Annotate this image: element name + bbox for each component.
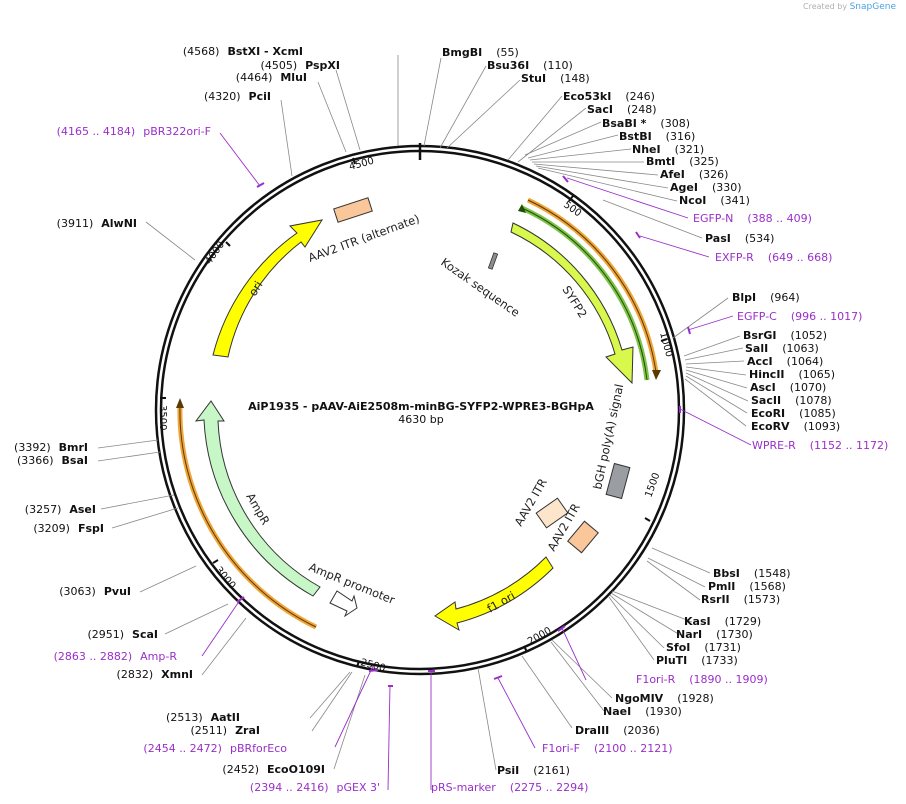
site-eco0109i[interactable]: (2452)EcoO109I	[222, 763, 325, 776]
ori-label: ori	[246, 278, 266, 298]
site-stui[interactable]: StuI(148)	[521, 72, 590, 85]
site-pasi[interactable]: PasI(534)	[705, 232, 774, 245]
site-labels-left: (4568)BstXI - XcmI (4505)PspXI (4464)Mlu…	[14, 45, 340, 776]
site-labels-right: BmgBI(55) Bsu36I(110) StuI(148) Eco53kI(…	[442, 46, 840, 777]
syfp2-feature-arrow[interactable]	[510, 222, 634, 385]
tick-labels: 500 1000 1500 2000 2500 3000 3500 4000 4…	[157, 156, 674, 675]
site-bsrgi[interactable]: BsrGI(1052)	[743, 329, 827, 342]
syfp2-orf-line	[526, 197, 659, 373]
site-bsai[interactable]: (3366)BsaI	[17, 454, 88, 467]
site-ecorv[interactable]: EcoRV(1093)	[751, 420, 840, 433]
snapgene-watermark: Created by SnapGene	[803, 2, 896, 12]
site-connectors	[97, 55, 749, 771]
primer-pbrforeco[interactable]: (2454 .. 2472)pBRforEco	[143, 742, 287, 755]
site-asci[interactable]: AscI(1070)	[750, 381, 826, 394]
primer-labels: (4165 .. 4184)pBR322ori-F (2863 .. 2882)…	[54, 125, 889, 794]
site-fspi[interactable]: (3209)FspI	[33, 522, 104, 535]
primer-marks	[236, 175, 691, 687]
site-pcii[interactable]: (4320)PciI	[204, 90, 271, 103]
primer-egfp-n[interactable]: EGFP-N(388 .. 409)	[693, 212, 812, 225]
site-pspxi[interactable]: (4505)PspXI	[261, 59, 340, 72]
site-sacii[interactable]: SacII(1078)	[751, 394, 832, 407]
site-agei[interactable]: AgeI(330)	[670, 181, 742, 194]
site-xmni[interactable]: (2832)XmnI	[117, 668, 193, 681]
site-asei[interactable]: (3257)AseI	[25, 503, 96, 516]
site-scai[interactable]: (2951)ScaI	[87, 628, 158, 641]
site-naei[interactable]: NaeI(1930)	[603, 705, 682, 718]
site-bmti[interactable]: BmtI(325)	[646, 155, 719, 168]
aav2-itr-feature-1[interactable]	[535, 497, 569, 529]
tick-label-1000: 1000	[657, 331, 674, 358]
site-bsu36i[interactable]: Bsu36I(110)	[487, 59, 573, 72]
primer-wpre-r[interactable]: WPRE-R(1152 .. 1172)	[752, 439, 888, 452]
aav2-itr-alternate-feature[interactable]	[333, 197, 373, 223]
f1-ori-feature-arrow[interactable]	[434, 556, 554, 632]
site-afei[interactable]: AfeI(326)	[660, 168, 728, 181]
plasmid-size: 4630 bp	[398, 413, 443, 426]
aav2-itr-feature-2[interactable]	[567, 520, 599, 554]
tick-label-3500: 3500	[157, 405, 168, 430]
site-rsrii[interactable]: RsrII(1573)	[701, 593, 780, 606]
site-bmri[interactable]: (3392)BmrI	[14, 441, 88, 454]
site-kasi[interactable]: KasI(1729)	[684, 615, 761, 628]
site-pvui[interactable]: (3063)PvuI	[59, 585, 131, 598]
site-mlui[interactable]: (4464)MluI	[236, 71, 307, 84]
site-blpi[interactable]: BlpI(964)	[732, 291, 800, 304]
site-draiii[interactable]: DraIII(2036)	[575, 724, 660, 737]
site-nari[interactable]: NarI(1730)	[676, 628, 753, 641]
site-pmli[interactable]: PmlI(1568)	[708, 580, 786, 593]
tick-marks	[160, 157, 668, 668]
ampr-feature-arrow[interactable]	[194, 400, 321, 597]
primer-prs-marker[interactable]: pRS-marker(2275 .. 2294)	[431, 781, 588, 794]
site-acci[interactable]: AccI(1064)	[747, 355, 823, 368]
tick-label-500: 500	[561, 199, 583, 219]
tick-label-2500: 2500	[359, 657, 386, 674]
primer-f1ori-r[interactable]: F1ori-R(1890 .. 1909)	[636, 673, 768, 686]
site-hincii[interactable]: HincII(1065)	[749, 368, 835, 381]
site-ngomiv[interactable]: NgoMIV(1928)	[615, 692, 714, 705]
site-eco53ki[interactable]: Eco53kI(246)	[563, 90, 655, 103]
ampr-orf-line	[177, 403, 318, 630]
site-bstbi[interactable]: BstBI(316)	[619, 130, 695, 143]
watermark-prefix: Created by	[803, 2, 848, 11]
tick-label-1500: 1500	[643, 471, 662, 499]
plasmid-name: AiP1935 - pAAV-AiE2508m-minBG-SYFP2-WPRE…	[248, 400, 594, 413]
ori-feature-arrow[interactable]	[212, 219, 324, 358]
primer-pgex3[interactable]: (2394 .. 2416)pGEX 3'	[250, 781, 380, 794]
primer-pbr322ori-f[interactable]: (4165 .. 4184)pBR322ori-F	[57, 125, 211, 138]
watermark-brand: SnapGene	[849, 2, 896, 12]
primer-f1ori-f[interactable]: F1ori-F(2100 .. 2121)	[542, 742, 673, 755]
site-zrai[interactable]: (2511)ZraI	[191, 724, 261, 737]
primer-amp-r[interactable]: (2863 .. 2882)Amp-R	[54, 650, 178, 663]
site-bmgbi[interactable]: BmgBI(55)	[442, 46, 519, 59]
site-bbsi[interactable]: BbsI(1548)	[713, 567, 790, 580]
primer-connectors	[201, 132, 752, 791]
site-sfoi[interactable]: SfoI(1731)	[666, 641, 741, 654]
site-bstxi[interactable]: (4568)BstXI - XcmI	[183, 45, 303, 58]
kozak-label: Kozak sequence	[438, 255, 522, 320]
site-sali[interactable]: SalI(1063)	[745, 342, 819, 355]
tick-label-4500: 4500	[348, 156, 375, 173]
aav2-itr-alternate-label: AAV2 ITR (alternate)	[306, 211, 421, 264]
site-nhei[interactable]: NheI(321)	[632, 143, 704, 156]
ampr-promoter-feature-arrow[interactable]	[329, 590, 358, 618]
site-pluti[interactable]: PluTI(1733)	[656, 654, 738, 667]
site-saci[interactable]: SacI(248)	[587, 103, 657, 116]
site-psii[interactable]: PsiI(2161)	[497, 764, 570, 777]
site-alwni[interactable]: (3911)AlwNI	[57, 217, 137, 230]
site-ecori[interactable]: EcoRI(1085)	[751, 407, 836, 420]
kozak-feature[interactable]	[487, 252, 499, 270]
site-aatii[interactable]: (2513)AatII	[166, 711, 240, 724]
primer-egfp-c[interactable]: EGFP-C(996 .. 1017)	[737, 310, 862, 323]
primer-exfp-r[interactable]: EXFP-R(649 .. 668)	[715, 251, 832, 264]
bgh-polya-feature[interactable]	[605, 462, 631, 500]
site-ncoi[interactable]: NcoI(341)	[679, 194, 750, 207]
site-bsabi[interactable]: BsaBI *(308)	[602, 117, 690, 130]
